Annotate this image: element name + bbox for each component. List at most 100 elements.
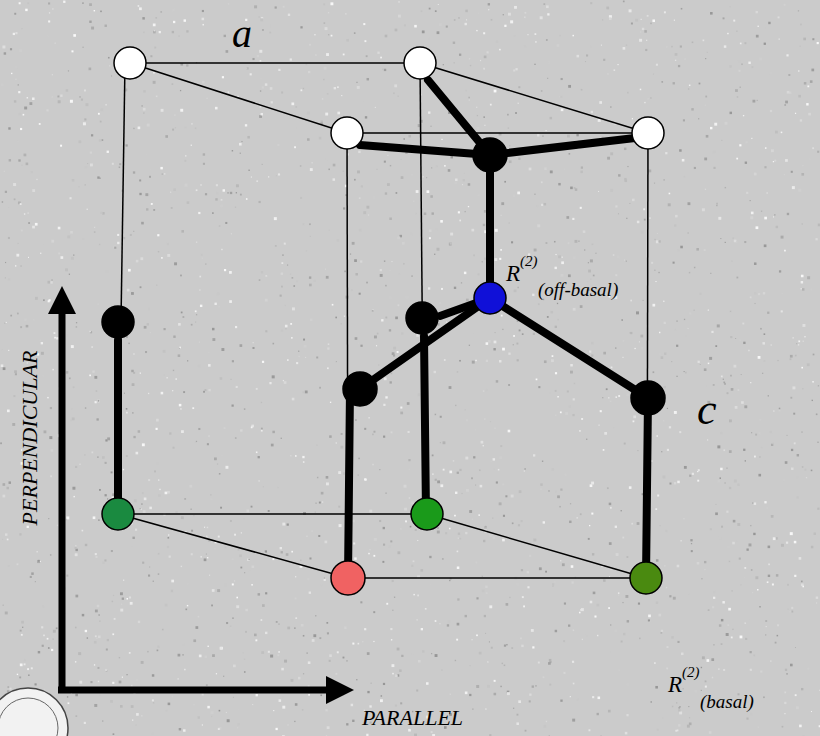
texture-dot: [231, 233, 232, 234]
texture-dot: [271, 101, 273, 103]
texture-dot: [143, 90, 145, 92]
texture-dot: [694, 310, 695, 311]
texture-dot: [454, 182, 457, 185]
texture-dot: [495, 332, 496, 333]
texture-dot: [477, 127, 480, 130]
texture-dot: [529, 700, 531, 702]
texture-dot: [767, 192, 768, 193]
texture-dot: [108, 57, 110, 59]
texture-dot: [648, 619, 650, 621]
texture-dot: [801, 281, 803, 283]
texture-dot: [206, 554, 207, 555]
texture-dot: [809, 159, 810, 160]
texture-dot: [448, 169, 451, 172]
texture-dot: [559, 35, 561, 37]
texture-dot: [500, 445, 502, 447]
texture-dot: [576, 517, 578, 519]
texture-dot: [663, 301, 664, 302]
texture-dot: [482, 576, 483, 577]
texture-dot: [454, 19, 456, 21]
texture-dot: [75, 553, 78, 556]
texture-dot: [773, 537, 776, 540]
texture-dot: [387, 183, 390, 186]
texture-dot: [597, 604, 600, 607]
texture-dot: [291, 102, 294, 105]
texture-dot: [764, 360, 766, 362]
texture-dot: [245, 609, 247, 611]
texture-dot: [524, 470, 525, 471]
texture-dot: [223, 189, 225, 191]
texture-dot: [654, 183, 655, 184]
texture-dot: [373, 196, 376, 199]
texture-dot: [677, 249, 679, 251]
texture-dot: [275, 6, 277, 8]
texture-dot: [665, 152, 667, 154]
texture-dot: [180, 90, 181, 91]
texture-dot: [166, 377, 168, 379]
texture-dot: [291, 679, 294, 682]
texture-dot: [95, 635, 97, 637]
texture-dot: [817, 42, 819, 44]
texture-dot: [270, 87, 273, 90]
texture-dot: [659, 353, 662, 356]
texture-dot: [582, 639, 583, 640]
texture-dot: [774, 160, 776, 162]
texture-dot: [517, 359, 519, 361]
texture-dot: [689, 312, 691, 314]
texture-dot: [561, 78, 563, 80]
texture-dot: [19, 2, 21, 4]
texture-dot: [254, 5, 257, 8]
texture-dot: [767, 581, 769, 583]
texture-dot: [629, 203, 630, 204]
texture-dot: [454, 62, 455, 63]
texture-dot: [536, 205, 538, 207]
texture-dot: [97, 456, 99, 458]
texture-dot: [713, 597, 715, 599]
texture-dot: [282, 254, 284, 256]
texture-dot: [359, 293, 361, 295]
texture-dot: [519, 329, 521, 331]
texture-dot: [570, 696, 571, 697]
texture-dot: [410, 526, 412, 528]
texture-dot: [178, 35, 180, 37]
texture-dot: [316, 445, 317, 446]
texture-dot: [698, 361, 700, 363]
texture-dot: [165, 492, 168, 495]
texture-dot: [357, 86, 360, 89]
texture-dot: [286, 553, 289, 556]
texture-dot: [202, 10, 204, 12]
texture-dot: [698, 469, 700, 471]
texture-dot: [743, 115, 744, 116]
texture-dot: [440, 416, 442, 418]
texture-dot: [210, 494, 211, 495]
texture-dot: [361, 185, 363, 187]
texture-dot: [275, 728, 277, 730]
texture-dot: [173, 370, 174, 371]
texture-dot: [771, 149, 774, 152]
texture-dot: [643, 208, 645, 210]
texture-dot: [300, 165, 302, 167]
texture-dot: [358, 475, 359, 476]
texture-dot: [141, 222, 144, 225]
texture-dot: [570, 364, 572, 366]
texture-dot: [469, 99, 470, 100]
texture-dot: [637, 221, 639, 223]
texture-dot: [356, 679, 357, 680]
texture-dot: [170, 192, 171, 193]
texture-dot: [206, 684, 208, 686]
texture-dot: [621, 510, 622, 511]
texture-dot: [794, 541, 796, 543]
texture-dot: [143, 108, 146, 111]
texture-dot: [374, 538, 377, 541]
texture-dot: [251, 176, 252, 177]
texture-dot: [410, 233, 413, 236]
texture-dot: [801, 688, 803, 690]
texture-dot: [383, 683, 385, 685]
texture-dot: [508, 127, 509, 128]
texture-dot: [750, 200, 751, 201]
texture-dot: [271, 444, 274, 447]
texture-dot: [483, 224, 485, 226]
texture-dot: [565, 412, 568, 415]
texture-dot: [801, 288, 802, 289]
texture-dot: [555, 415, 556, 416]
